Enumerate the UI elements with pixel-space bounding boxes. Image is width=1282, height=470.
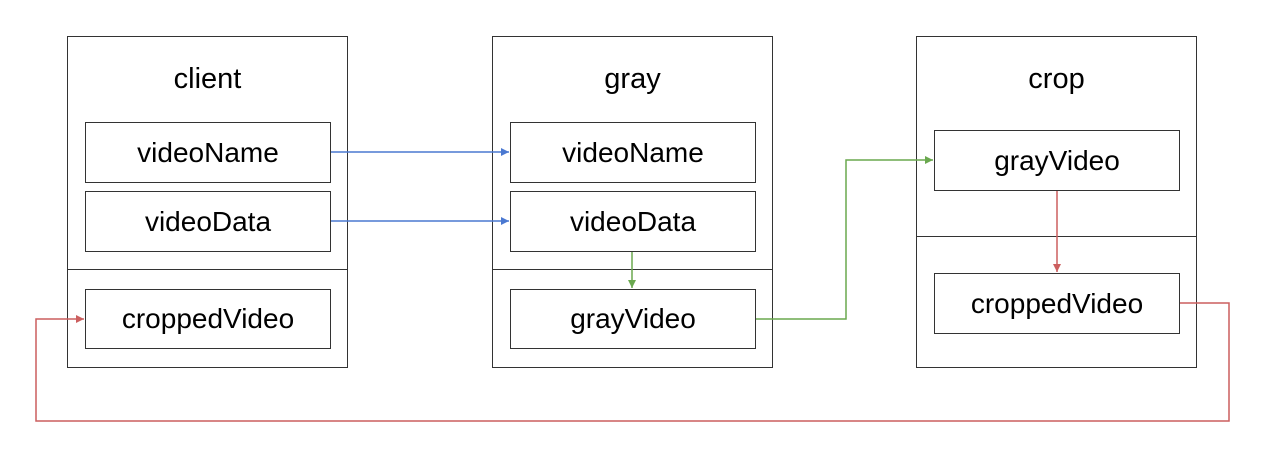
- crop-title: crop: [1028, 63, 1085, 95]
- crop-field-croppedvideo: croppedVideo: [934, 273, 1180, 334]
- arrow-gray-grayvideo-to-crop-grayvideo: [756, 156, 933, 320]
- gray-field-videodata: videoData: [510, 191, 756, 252]
- client-title: client: [173, 63, 242, 95]
- client-field-videodata: videoData: [85, 191, 331, 252]
- client-divider: [67, 269, 348, 270]
- arrow-crop-croppedvideo-to-client-croppedvideo: [35, 302, 1230, 422]
- gray-field-grayvideo: grayVideo: [510, 289, 756, 349]
- client-field-croppedvideo: croppedVideo: [85, 289, 331, 349]
- client-field-videoname: videoName: [85, 122, 331, 183]
- gray-title: gray: [604, 63, 661, 95]
- gray-field-videoname: videoName: [510, 122, 756, 183]
- crop-field-grayvideo: grayVideo: [934, 130, 1180, 191]
